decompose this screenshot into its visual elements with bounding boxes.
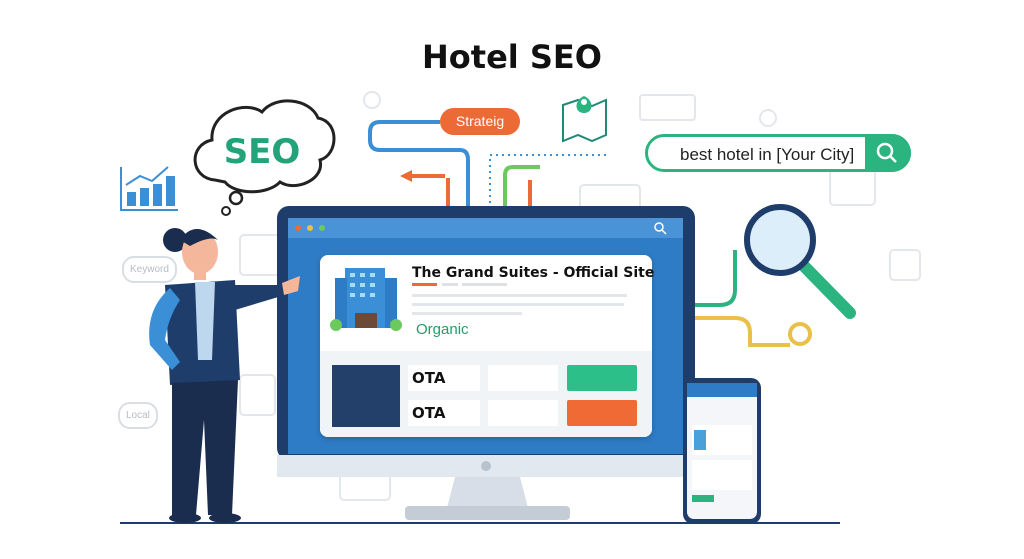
thought-cloud xyxy=(193,99,336,194)
ota-row-1: OTA xyxy=(408,365,480,391)
magnifying-glass-icon xyxy=(744,204,856,319)
result-snippet-lines xyxy=(412,283,627,315)
hotel-building-icon xyxy=(330,268,402,331)
ota-label: OTA xyxy=(412,369,446,387)
map-pin-icon xyxy=(562,96,607,143)
ota-book-button-1[interactable] xyxy=(567,365,637,391)
result-title[interactable]: The Grand Suites - Official Site xyxy=(412,265,655,281)
search-query[interactable]: best hotel in [Your City] xyxy=(680,145,855,164)
phone xyxy=(683,378,761,524)
growth-chart-icon xyxy=(120,166,178,211)
search-icon xyxy=(876,142,897,163)
thought-bubble-text: SEO xyxy=(223,132,301,172)
ota-price-1 xyxy=(488,365,558,391)
strategy-tag: Strateig xyxy=(440,108,520,135)
page-title: Hotel SEO xyxy=(422,38,602,76)
search-button[interactable] xyxy=(865,134,911,172)
organic-label: Organic xyxy=(416,321,469,338)
local-bubble: Local xyxy=(118,402,158,429)
ota-thumbnail xyxy=(332,365,400,427)
search-result-card: The Grand Suites - Official Site Organic… xyxy=(320,255,655,437)
ota-label: OTA xyxy=(412,404,446,422)
search-bar[interactable]: best hotel in [Your City] xyxy=(645,134,911,172)
keyword-bubble: Keyword xyxy=(122,256,177,283)
ota-price-2 xyxy=(488,400,558,426)
ota-row-2: OTA xyxy=(408,400,480,426)
ota-book-button-2[interactable] xyxy=(567,400,637,426)
woman-presenter xyxy=(149,228,300,523)
